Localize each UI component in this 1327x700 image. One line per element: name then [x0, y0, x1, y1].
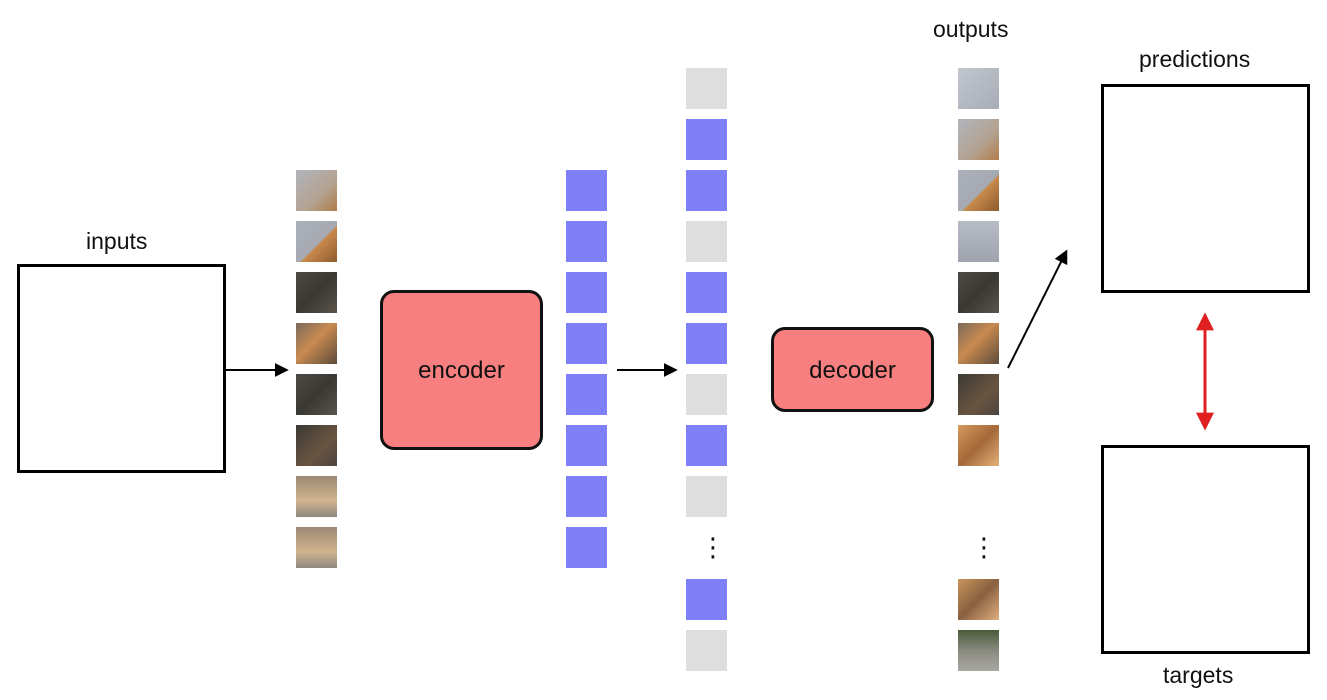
visible-patch — [296, 170, 337, 211]
output-patch — [958, 170, 999, 211]
encoded-token — [686, 272, 727, 313]
output-patch — [958, 68, 999, 109]
mask-token — [686, 221, 727, 262]
arrow-outputs-to-predictions — [1007, 249, 1068, 369]
mask-token — [686, 476, 727, 517]
visible-patch — [296, 323, 337, 364]
encoded-token — [686, 579, 727, 620]
encoded-token — [566, 425, 607, 466]
visible-patch — [296, 527, 337, 568]
encoded-token — [566, 476, 607, 517]
visible-patch — [296, 374, 337, 415]
encoded-token — [566, 272, 607, 313]
visible-patch — [296, 476, 337, 517]
targets-label: targets — [1163, 662, 1234, 688]
output-patch — [958, 374, 999, 415]
output-patch — [958, 323, 999, 364]
sequence-ellipsis: ⋮ — [700, 532, 726, 562]
predictions-frame — [1101, 84, 1310, 293]
encoded-token — [566, 170, 607, 211]
output-patch — [958, 630, 999, 671]
output-patch — [958, 119, 999, 160]
targets-frame — [1101, 445, 1310, 654]
inputs-frame — [17, 264, 226, 473]
visible-patch — [296, 272, 337, 313]
encoded-token — [566, 221, 607, 262]
outputs-ellipsis: ⋮ — [971, 532, 997, 562]
encoded-token — [686, 323, 727, 364]
encoded-token — [686, 425, 727, 466]
visible-patch — [296, 221, 337, 262]
encoder-block — [380, 290, 543, 450]
encoded-token — [686, 119, 727, 160]
encoded-token — [566, 527, 607, 568]
output-patch — [958, 272, 999, 313]
output-patch — [958, 425, 999, 466]
inputs-label: inputs — [86, 228, 148, 254]
predictions-label: predictions — [1139, 46, 1251, 72]
decoder-block — [771, 327, 934, 412]
visible-patch — [296, 425, 337, 466]
mask-token — [686, 68, 727, 109]
mask-token — [686, 374, 727, 415]
encoded-token — [566, 323, 607, 364]
outputs-label: outputs — [933, 16, 1009, 42]
encoded-token — [566, 374, 607, 415]
output-patch — [958, 221, 999, 262]
output-patch — [958, 579, 999, 620]
encoded-token — [686, 170, 727, 211]
mask-token — [686, 630, 727, 671]
